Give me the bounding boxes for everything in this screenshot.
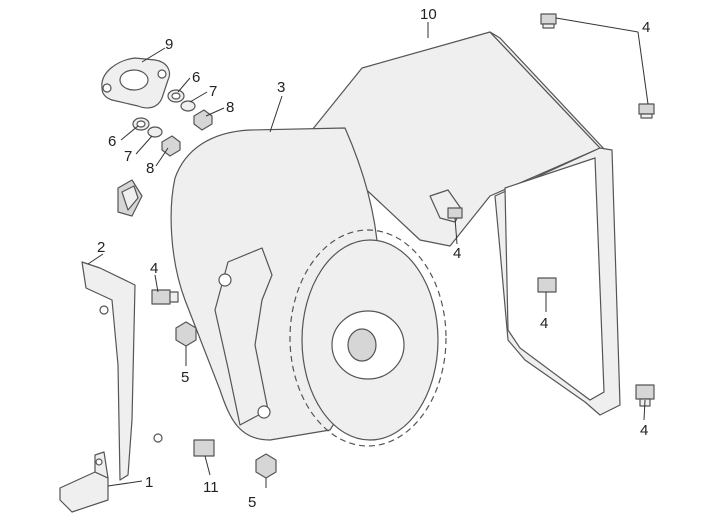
callout-4-left: 4	[150, 260, 158, 277]
callout-11: 11	[203, 479, 219, 496]
callout-9: 9	[165, 36, 173, 53]
exhaust-gasket	[101, 57, 171, 109]
bolt-left	[151, 289, 179, 305]
callout-6-lower: 6	[108, 133, 116, 150]
callout-10: 10	[420, 6, 437, 23]
washers-nuts	[132, 89, 213, 157]
bolt-inner	[537, 277, 557, 293]
callout-7-lower: 7	[124, 148, 132, 165]
callout-7-upper: 7	[209, 83, 217, 100]
callout-labels: 10 9 6 7 8 6 7 8 3 2 4 4 4 4 4 5 5 11 1	[97, 6, 650, 511]
nut-lower	[255, 453, 277, 479]
callout-4-top-right: 4	[642, 19, 650, 36]
heat-shield	[307, 31, 621, 416]
callout-1: 1	[145, 474, 153, 491]
bolt-top-right-a	[540, 13, 557, 29]
bracket-2	[81, 261, 163, 481]
callout-3: 3	[277, 79, 285, 96]
spark-arrester	[117, 179, 143, 217]
callout-4-inner: 4	[540, 315, 548, 332]
callout-4-shield: 4	[453, 245, 461, 262]
bolt-bottom-right	[635, 384, 655, 407]
nut-upper	[175, 321, 197, 347]
bolt-11	[193, 439, 215, 457]
callout-5-lower: 5	[248, 494, 256, 511]
bracket-1	[59, 451, 109, 513]
muffler-body	[170, 127, 447, 447]
callout-5-upper: 5	[181, 369, 189, 386]
callout-6-upper: 6	[192, 69, 200, 86]
callout-8-upper: 8	[226, 99, 234, 116]
leader-lines	[87, 17, 649, 488]
callout-2: 2	[97, 239, 105, 256]
bolt-top-right-b	[638, 103, 655, 119]
callout-8-lower: 8	[146, 160, 154, 177]
callout-4-bottom-right: 4	[640, 422, 648, 439]
bolt-shield	[447, 207, 463, 219]
